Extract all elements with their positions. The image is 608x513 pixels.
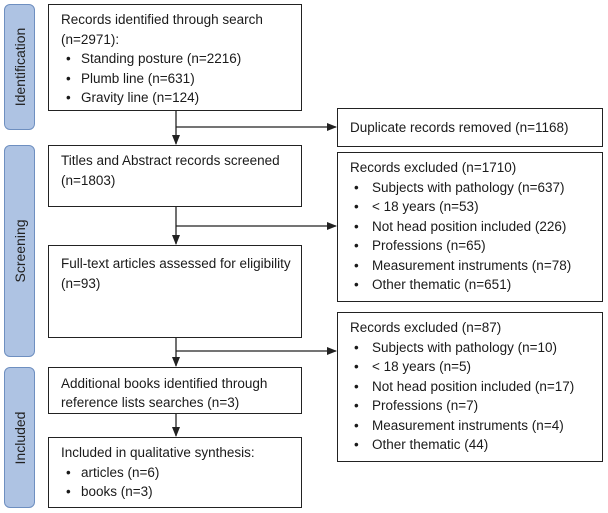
- list-item: books (n=3): [61, 482, 293, 502]
- list-item: Subjects with pathology (n=10): [350, 338, 594, 358]
- records-identified-title: Records identified through search (n=297…: [61, 12, 263, 47]
- box-records-identified: Records identified through search (n=297…: [48, 4, 302, 111]
- box-titles-abstract-screened: Titles and Abstract records screened (n=…: [48, 145, 302, 207]
- list-item: Measurement instruments (n=78): [350, 256, 594, 276]
- phase-included: Included: [4, 367, 35, 508]
- box-records-excluded-1: Records excluded (n=1710) Subjects with …: [337, 152, 603, 302]
- box-records-excluded-2: Records excluded (n=87) Subjects with pa…: [337, 312, 603, 462]
- box-additional-books: Additional books identified through refe…: [48, 367, 302, 414]
- phase-screening: Screening: [4, 145, 35, 357]
- excluded-2-title: Records excluded (n=87): [350, 320, 502, 335]
- list-item: Not head position included (226): [350, 217, 594, 237]
- screened-title: Titles and Abstract records screened (n=…: [61, 153, 280, 188]
- phase-identification: Identification: [4, 4, 35, 130]
- included-list: articles (n=6) books (n=3): [61, 463, 293, 502]
- box-included-synthesis: Included in qualitative synthesis: artic…: [48, 437, 302, 508]
- list-item: Professions (n=65): [350, 236, 594, 256]
- list-item: < 18 years (n=53): [350, 197, 594, 217]
- full-text-title: Full-text articles assessed for eligibil…: [61, 256, 291, 291]
- list-item: articles (n=6): [61, 463, 293, 483]
- excluded-2-list: Subjects with pathology (n=10) < 18 year…: [350, 338, 594, 455]
- excluded-1-title: Records excluded (n=1710): [350, 160, 517, 175]
- list-item: Not head position included (n=17): [350, 377, 594, 397]
- list-item: Plumb line (n=631): [61, 69, 293, 89]
- list-item: Gravity line (n=124): [61, 88, 293, 108]
- box-duplicates-removed: Duplicate records removed (n=1168): [337, 108, 603, 147]
- records-identified-list: Standing posture (n=2216) Plumb line (n=…: [61, 49, 293, 108]
- list-item: Measurement instruments (n=4): [350, 416, 594, 436]
- included-title: Included in qualitative synthesis:: [61, 445, 255, 460]
- list-item: Standing posture (n=2216): [61, 49, 293, 69]
- additional-books-title: Additional books identified through refe…: [61, 376, 268, 410]
- excluded-1-list: Subjects with pathology (n=637) < 18 yea…: [350, 178, 594, 295]
- list-item: < 18 years (n=5): [350, 357, 594, 377]
- list-item: Other thematic (n=651): [350, 275, 594, 295]
- list-item: Subjects with pathology (n=637): [350, 178, 594, 198]
- list-item: Other thematic (44): [350, 435, 594, 455]
- duplicates-removed-title: Duplicate records removed (n=1168): [350, 120, 569, 135]
- list-item: Professions (n=7): [350, 396, 594, 416]
- box-full-text-assessed: Full-text articles assessed for eligibil…: [48, 245, 302, 338]
